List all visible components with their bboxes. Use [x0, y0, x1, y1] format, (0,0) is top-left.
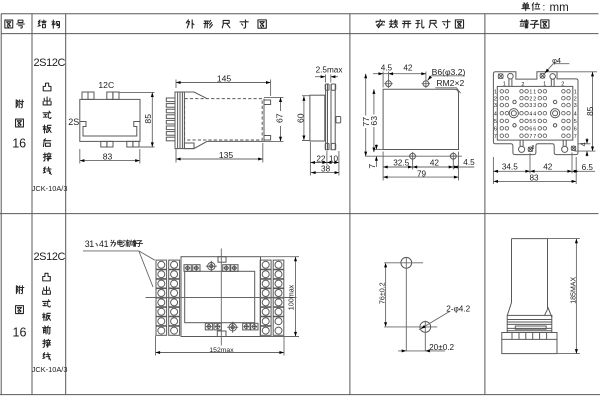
svg-text:4: 4: [529, 111, 532, 117]
svg-text:2: 2: [574, 96, 577, 102]
svg-text:RM2×2: RM2×2: [436, 78, 464, 88]
svg-text:2: 2: [529, 96, 532, 102]
svg-text:3: 3: [533, 103, 536, 109]
svg-text:42: 42: [403, 64, 413, 73]
svg-text:152max: 152max: [209, 347, 234, 354]
svg-text:135: 135: [219, 150, 234, 160]
svg-text:2: 2: [561, 82, 564, 88]
svg-text:2: 2: [494, 96, 497, 102]
svg-text:60: 60: [296, 113, 306, 123]
svg-text:7: 7: [533, 134, 536, 140]
svg-text:42: 42: [430, 159, 440, 168]
svg-text:2: 2: [533, 96, 536, 102]
svg-text:7: 7: [367, 164, 377, 169]
svg-text:41: 41: [99, 239, 109, 249]
svg-text:5: 5: [533, 119, 536, 125]
svg-text:85: 85: [143, 114, 153, 124]
svg-text:20±0.2: 20±0.2: [429, 343, 454, 352]
svg-text:77: 77: [361, 117, 371, 127]
svg-text:3: 3: [529, 103, 532, 109]
svg-text:6: 6: [533, 126, 536, 132]
svg-text:2S: 2S: [68, 117, 79, 127]
svg-text:7: 7: [494, 134, 497, 140]
svg-text:6.5: 6.5: [582, 163, 594, 172]
svg-text:2-φ4.2: 2-φ4.2: [446, 304, 470, 313]
svg-text:7: 7: [529, 134, 532, 140]
svg-text:8: 8: [532, 145, 535, 151]
svg-text:100max: 100max: [286, 284, 295, 310]
svg-text:4.5: 4.5: [463, 158, 475, 167]
svg-text:5: 5: [574, 119, 577, 125]
svg-text:145: 145: [217, 74, 232, 84]
svg-text:2S12C: 2S12C: [33, 251, 65, 263]
svg-text:4: 4: [533, 111, 536, 117]
svg-text:JCK-10A/3: JCK-10A/3: [32, 365, 68, 374]
svg-text:67: 67: [275, 113, 285, 123]
svg-text:6: 6: [494, 126, 497, 132]
svg-text:76±0.2: 76±0.2: [378, 282, 387, 304]
svg-text:B6(φ3.2): B6(φ3.2): [432, 67, 466, 77]
svg-text:22: 22: [316, 155, 326, 164]
svg-text:5: 5: [529, 119, 532, 125]
svg-text:10: 10: [329, 155, 339, 164]
svg-text:3: 3: [494, 103, 497, 109]
svg-text:7: 7: [574, 134, 577, 140]
svg-text:3: 3: [574, 103, 577, 109]
svg-text:31: 31: [85, 239, 95, 249]
svg-text:34.5: 34.5: [502, 163, 518, 172]
svg-text:16: 16: [13, 326, 27, 340]
svg-text:6: 6: [529, 126, 532, 132]
svg-text:JCK-10A/3: JCK-10A/3: [32, 184, 68, 193]
svg-text:2: 2: [521, 82, 524, 88]
svg-text:83: 83: [529, 173, 539, 182]
svg-text:83: 83: [103, 151, 113, 161]
svg-text:1: 1: [529, 89, 532, 95]
svg-text:4: 4: [574, 111, 577, 117]
svg-text:1: 1: [503, 82, 506, 88]
svg-text:79: 79: [417, 170, 427, 179]
svg-text:1: 1: [543, 82, 546, 88]
svg-text:4.5: 4.5: [381, 64, 393, 73]
svg-text:4: 4: [578, 142, 587, 146]
svg-text:4: 4: [494, 111, 497, 117]
svg-text:38: 38: [321, 165, 331, 174]
svg-text:1: 1: [574, 89, 577, 95]
svg-text:5: 5: [494, 119, 497, 125]
svg-text:2S12C: 2S12C: [33, 57, 65, 69]
svg-text:63: 63: [369, 116, 379, 126]
svg-text::: :: [543, 3, 546, 14]
svg-text:φ4: φ4: [552, 56, 561, 65]
svg-text:6: 6: [574, 126, 577, 132]
svg-text:185MAX: 185MAX: [571, 277, 578, 304]
svg-text:32.5: 32.5: [393, 159, 409, 168]
svg-text:1: 1: [533, 89, 536, 95]
svg-text:mm: mm: [550, 2, 569, 14]
svg-text:42: 42: [543, 163, 553, 172]
svg-text:12C: 12C: [98, 80, 114, 90]
svg-text:16: 16: [12, 136, 26, 150]
svg-text:1: 1: [494, 89, 497, 95]
svg-text:2.5max: 2.5max: [316, 66, 343, 75]
svg-text:85: 85: [586, 106, 595, 116]
